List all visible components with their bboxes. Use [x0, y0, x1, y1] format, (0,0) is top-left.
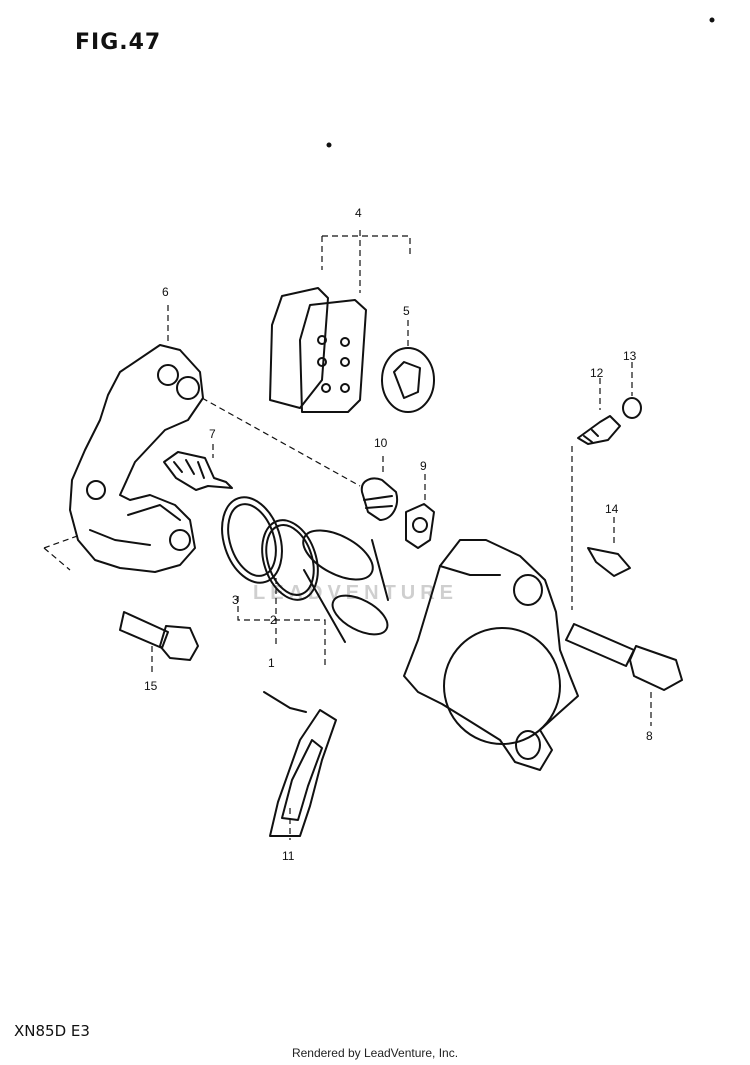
model-code: XN85D E3 — [14, 1022, 90, 1040]
clip-part-14 — [587, 547, 631, 577]
callout-11: 11 — [282, 849, 295, 863]
callout-1: 1 — [268, 656, 275, 670]
bleeder-cap-part-13 — [622, 397, 642, 419]
callout-9: 9 — [420, 459, 427, 473]
callout-13: 13 — [623, 349, 637, 363]
boot-part-10 — [360, 477, 398, 521]
bleeder-screw-part-12 — [577, 415, 621, 445]
scan-dot — [709, 17, 715, 23]
caliper-bracket-part-6 — [69, 344, 204, 573]
callout-7: 7 — [209, 427, 216, 441]
callout-15: 15 — [144, 679, 158, 693]
callout-12: 12 — [590, 366, 604, 380]
leader-line — [237, 578, 326, 668]
bolt-part-15 — [119, 611, 199, 661]
leader-line — [599, 362, 633, 410]
callout-8: 8 — [646, 729, 653, 743]
pad-retainer-part-11 — [263, 691, 337, 837]
callout-2: 2 — [270, 613, 277, 627]
caliper-body — [403, 539, 579, 771]
credit-line: Rendered by LeadVenture, Inc. — [291, 1046, 459, 1060]
callout-4: 4 — [355, 206, 362, 220]
figure-title: FIG.47 — [75, 30, 162, 55]
washer-part-9 — [405, 503, 435, 549]
callout-10: 10 — [374, 436, 388, 450]
pad-shim-part-5 — [381, 347, 435, 413]
slide-pin-part-8 — [565, 623, 683, 691]
dust-seal-part-3 — [221, 496, 283, 584]
leader-line — [43, 534, 81, 571]
callout-14: 14 — [605, 502, 619, 516]
brake-pads-part-4 — [269, 287, 367, 413]
leader-line — [321, 235, 411, 270]
pad-spring-part-7 — [163, 451, 233, 491]
leader-line — [201, 397, 361, 487]
piston-seal-part-2 — [261, 519, 319, 601]
scan-dot — [326, 142, 332, 148]
callout-3: 3 — [232, 593, 239, 607]
callout-6: 6 — [162, 285, 169, 299]
piston-part-1 — [302, 529, 389, 643]
callout-5: 5 — [403, 304, 410, 318]
